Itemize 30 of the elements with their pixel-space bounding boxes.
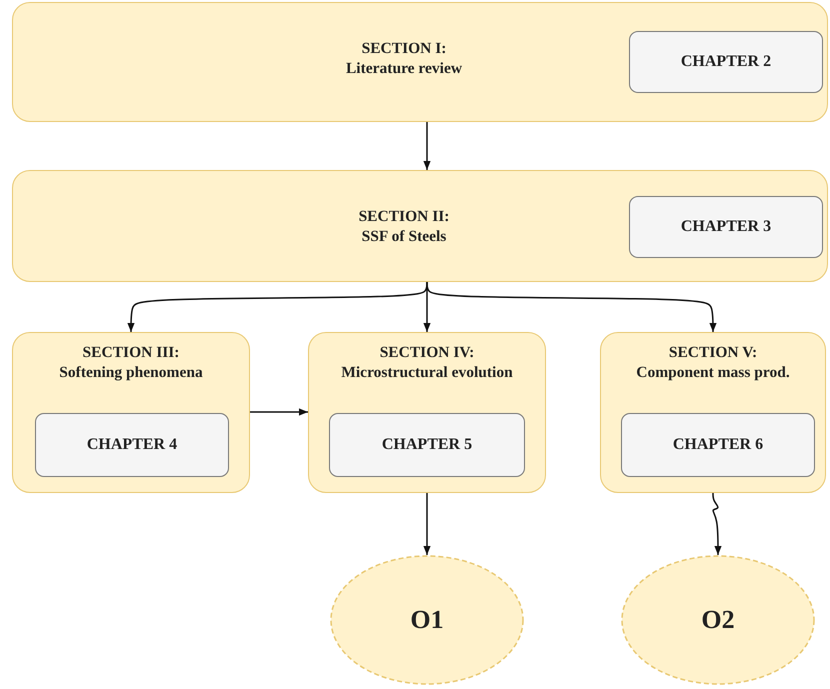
section-heading: SECTION IV:: [380, 343, 474, 363]
objective-label: O1: [410, 605, 444, 635]
chapter-box: CHAPTER 6: [621, 413, 815, 477]
arrow: [423, 122, 431, 170]
section-heading: SECTION II:: [358, 207, 450, 227]
section-title: Softening phenomena: [59, 363, 203, 383]
chapter-box: CHAPTER 2: [629, 31, 823, 93]
section-heading: SECTION V:: [668, 343, 758, 363]
arrow: [426, 282, 717, 332]
chapter-box: CHAPTER 5: [329, 413, 525, 477]
section-box: [12, 332, 250, 493]
chapter-box: CHAPTER 3: [629, 196, 823, 258]
section-box: [12, 2, 828, 122]
section-heading: SECTION III:: [82, 343, 180, 363]
section-box: [12, 170, 828, 282]
objective-ellipse: [621, 555, 815, 685]
section-title: Literature review: [346, 59, 462, 79]
arrow: [250, 408, 308, 416]
chapter-box: CHAPTER 4: [35, 413, 229, 477]
section-heading: SECTION I:: [362, 39, 446, 59]
section-title: SSF of Steels: [362, 227, 446, 247]
objective-ellipse: [330, 555, 524, 685]
arrow: [712, 493, 722, 555]
arrow: [423, 493, 431, 555]
section-box: [308, 332, 546, 493]
section-title: Microstructural evolution: [341, 363, 513, 383]
objective-label: O2: [701, 605, 735, 635]
section-title: Component mass prod.: [636, 363, 790, 383]
arrow: [127, 282, 428, 332]
section-box: [600, 332, 826, 493]
